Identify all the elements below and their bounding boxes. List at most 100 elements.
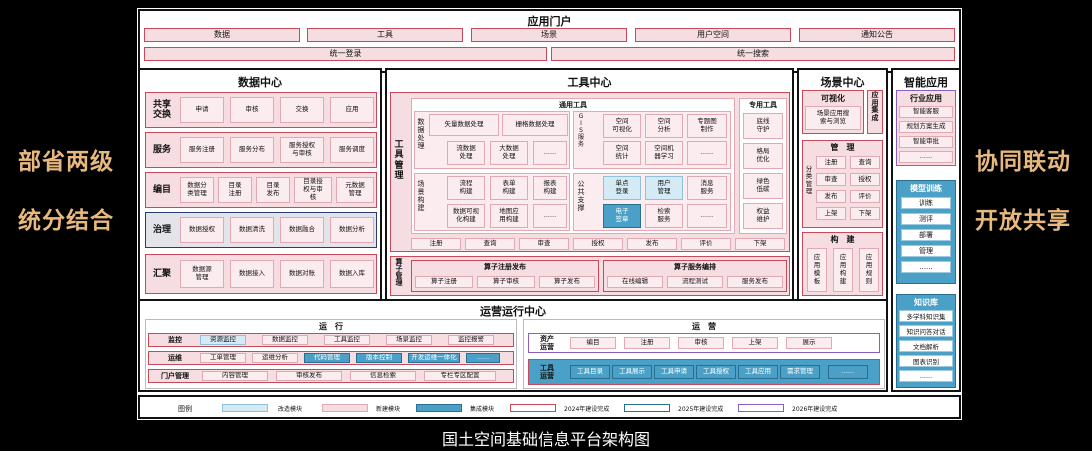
tool-ops-label: 工具 运营 xyxy=(540,363,554,380)
tool-catalog: 工具目录 xyxy=(570,365,610,379)
scene-build-label: 场 景 构 建 xyxy=(417,180,425,213)
data-row-governance-label: 治理 xyxy=(152,224,171,235)
data-row-sharing-label: 共享 交换 xyxy=(152,99,171,120)
monitor-label: 监控 xyxy=(168,335,182,344)
data-cell-metadata: 元数据 管理 xyxy=(336,177,374,203)
slogan-left-2: 统分结合 xyxy=(18,208,114,234)
data-processing-more: ...... xyxy=(533,141,567,165)
gis-more: ...... xyxy=(687,141,727,165)
knowledge-base-title: 知识库 xyxy=(914,298,938,307)
data-cell-catalog-auth: 目录授 权与审 核 xyxy=(294,177,332,203)
operator-review: 算子审核 xyxy=(477,276,535,288)
ops-label: 运维 xyxy=(168,353,182,362)
ops-center-title: 运营运行中心 xyxy=(480,305,546,318)
legend-swatch-integrate xyxy=(416,404,462,412)
scene-search-browse: 场景应用搜 索与浏览 xyxy=(805,106,861,130)
report-build: 报表 构建 xyxy=(533,176,567,200)
knowledge-qa: 知识问答对话 xyxy=(899,325,953,337)
data-center-title: 数据中心 xyxy=(238,76,282,89)
special-green: 绿色 低碳 xyxy=(743,173,783,199)
legend-renovate: 改造模块 xyxy=(278,406,303,413)
model-evaluate: 测评 xyxy=(901,213,951,225)
tool-application: 工具应用 xyxy=(738,365,778,379)
tool-offline: 下架 xyxy=(735,238,785,250)
portal-item-user-space: 用户空间 xyxy=(635,28,791,42)
portal-title: 应用门户 xyxy=(527,15,572,28)
asset-ops-label: 资产 运营 xyxy=(540,334,554,351)
ops-more: ...... xyxy=(466,353,500,363)
ops-analysis: 运维分析 xyxy=(252,353,298,363)
data-monitor: 数据监控 xyxy=(262,335,308,345)
gis-service-label: G I S 服 务 xyxy=(577,113,584,148)
scene-mgmt-title: 管 理 xyxy=(830,143,855,152)
tool-authorize: 授权 xyxy=(573,238,623,250)
scene-unshelve: 下架 xyxy=(850,207,880,220)
tool-query: 查询 xyxy=(465,238,515,250)
special-pattern-opt: 格局 优化 xyxy=(743,143,783,169)
operator-service-publish: 服务发布 xyxy=(727,276,783,288)
tool-mgmt-label: 工 具 管 理 xyxy=(394,140,404,182)
smart-app-title: 智能应用 xyxy=(904,76,948,89)
data-cell-data-reconcile: 数据对账 xyxy=(280,260,324,288)
operator-mgmt-label: 算 子 管 理 xyxy=(395,258,403,287)
operator-online-edit: 在线编辑 xyxy=(607,276,663,288)
thematic-map: 专题图 制作 xyxy=(687,114,727,138)
asset-display: 展示 xyxy=(786,337,832,349)
data-cell-service-dispatch: 服务调度 xyxy=(330,137,374,163)
monitor-alarm: 监控报警 xyxy=(448,335,494,345)
model-deploy: 部署 xyxy=(901,229,951,241)
smart-app-panel: 智能应用 行业应用 智能客服 规划方案生成 智能审批 ...... 模型训练 训… xyxy=(891,68,961,392)
slogan-left-1: 部省两级 xyxy=(18,149,114,175)
model-more: ...... xyxy=(901,261,951,273)
legend-2026: 2026年建设完成 xyxy=(792,406,838,413)
search-service: 检索 服务 xyxy=(645,204,683,228)
data-cell-application: 应用 xyxy=(330,97,374,123)
run-title: 运 行 xyxy=(319,322,343,331)
scene-build-title: 构 建 xyxy=(830,235,855,244)
tool-center-panel: 工具中心 工 具 管 理 通用工具 数 据 处 理 矢量数据处理 栅格数据处理 … xyxy=(385,68,794,301)
data-cell-data-analysis: 数据分析 xyxy=(330,217,374,243)
slogan-right-1: 协同联动 xyxy=(975,149,1071,175)
app-template: 应 用 模 板 xyxy=(807,248,827,292)
code-mgmt: 代码管理 xyxy=(304,353,350,363)
legend-title: 图例 xyxy=(178,405,192,413)
scene-monitor: 场景监控 xyxy=(386,335,432,345)
single-sign-on: 单点 登录 xyxy=(603,176,641,200)
data-cell-data-auth: 数据授权 xyxy=(180,217,224,243)
portal-item-notice: 通知公告 xyxy=(799,28,955,42)
data-cell-service-register: 服务注册 xyxy=(180,137,224,163)
vector-processing: 矢量数据处理 xyxy=(429,114,499,136)
scene-register: 注册 xyxy=(816,156,846,169)
scene-query: 查询 xyxy=(850,156,880,169)
spatial-analysis: 空间 分析 xyxy=(645,114,683,138)
slogan-right-2: 开放共享 xyxy=(975,208,1071,234)
tool-evaluate: 评价 xyxy=(681,238,731,250)
content-mgmt: 内容管理 xyxy=(202,371,268,381)
legend-new: 新建模块 xyxy=(376,406,401,413)
model-training-title: 模型训练 xyxy=(910,184,942,193)
special-bottom-line: 底线 守护 xyxy=(743,113,783,139)
tool-register: 注册 xyxy=(411,238,461,250)
data-cell-data-fusion: 数据融合 xyxy=(280,217,324,243)
smart-customer-service: 智能客服 xyxy=(899,106,953,118)
user-management: 用户 管理 xyxy=(645,176,683,200)
tool-auth: 工具授权 xyxy=(696,365,736,379)
data-cell-apply: 申请 xyxy=(180,97,224,123)
flow-processing: 流数据 处理 xyxy=(447,141,485,165)
portal-item-data: 数据 xyxy=(144,28,300,42)
scene-build-more: ...... xyxy=(533,204,567,228)
portal-panel: 应用门户 数据 工具 场景 用户空间 通知公告 统一登录 统一搜索 xyxy=(138,9,961,73)
demand-mgmt: 需求管理 xyxy=(780,365,820,379)
data-cell-source-mgmt: 数据源 管理 xyxy=(180,260,224,288)
data-viz-build: 数据可视 化构建 xyxy=(447,204,485,228)
legend-swatch-2024 xyxy=(510,404,556,412)
form-build: 表单 构建 xyxy=(490,176,528,200)
asset-shelve: 上架 xyxy=(732,337,778,349)
legend-swatch-2026 xyxy=(738,404,784,412)
document-parsing: 文档解析 xyxy=(899,340,953,352)
work-order-mgmt: 工单管理 xyxy=(200,353,246,363)
legend-panel: 图例 改造模块 新建模块 集成模块 2024年建设完成 2025年建设完成 20… xyxy=(138,395,961,419)
scene-center-panel: 场景中心 可视化 场景应用搜 索与浏览 应 用 集 成 管 理 分 类 管 理 … xyxy=(797,68,888,301)
smart-approval: 智能审批 xyxy=(899,136,953,148)
electronic-signature: 电子 签章 xyxy=(603,204,641,228)
